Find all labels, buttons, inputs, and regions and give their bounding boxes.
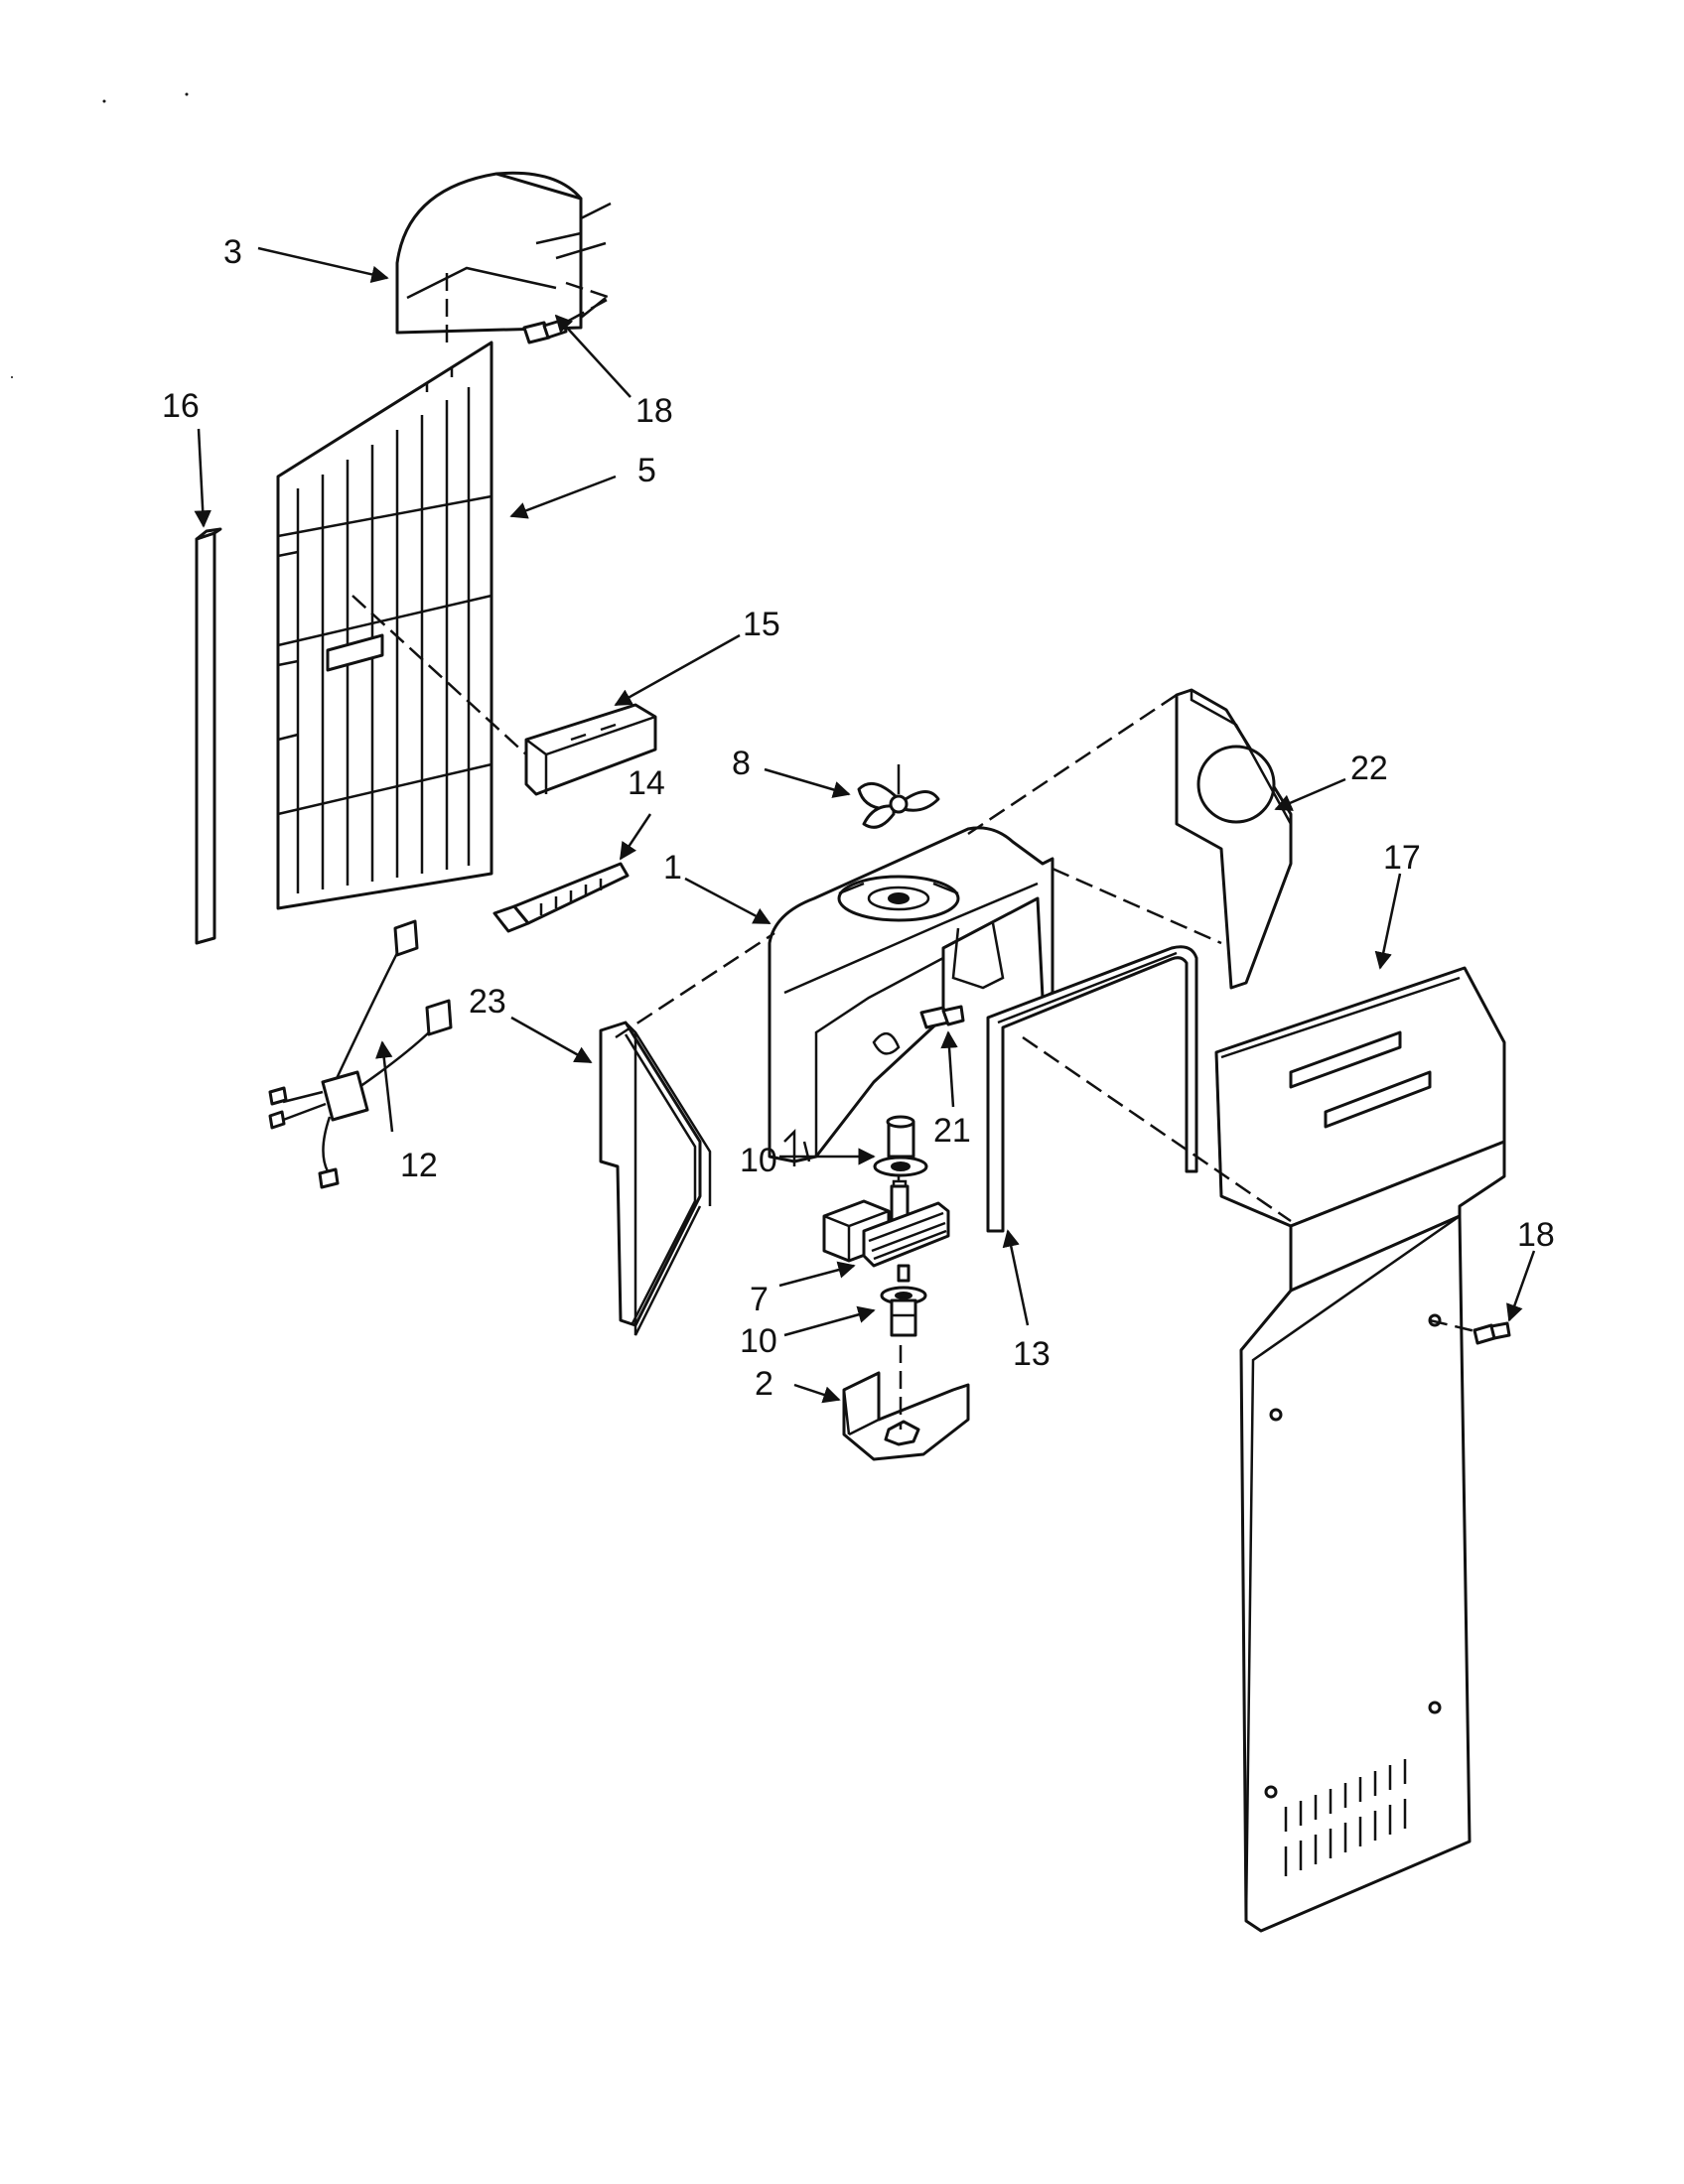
- part-22-right-panel: [1175, 688, 1293, 990]
- part-7-fan-motor: [822, 1176, 950, 1283]
- label-16: 16: [162, 387, 200, 425]
- label-3: 3: [223, 233, 242, 271]
- label-17: 17: [1383, 839, 1421, 877]
- part-17-duct-cover: [1214, 966, 1506, 1933]
- part-15-bracket: [524, 703, 657, 796]
- part-12-wire-harness: [268, 919, 453, 1189]
- label-8: 8: [732, 745, 751, 782]
- label-23: 23: [469, 983, 506, 1021]
- label-5: 5: [637, 452, 656, 489]
- callout-labels: 3 18 16 5 15 8 14 22 1 17 23 12 21 10 7 …: [162, 233, 1555, 1403]
- part-2-motor-bracket: [842, 1371, 970, 1461]
- part-23-left-panel: [599, 1021, 712, 1336]
- vent-slots: [1284, 1759, 1407, 1876]
- part-18-screw-lower: [1473, 1321, 1511, 1345]
- label-18-lower: 18: [1517, 1216, 1555, 1254]
- label-1: 1: [663, 849, 682, 887]
- label-14: 14: [628, 764, 665, 802]
- part-14-probe: [492, 862, 630, 933]
- label-10-upper: 10: [740, 1142, 777, 1179]
- part-1-fan-shroud: [768, 826, 1054, 1166]
- label-7: 7: [750, 1281, 769, 1318]
- label-21: 21: [933, 1112, 971, 1150]
- label-2: 2: [755, 1365, 773, 1403]
- scan-specks: [11, 92, 189, 378]
- part-8-fan-blade: [857, 764, 940, 829]
- part-16-seal-strip: [195, 527, 222, 945]
- label-13: 13: [1013, 1335, 1051, 1373]
- label-18-upper: 18: [635, 392, 673, 430]
- part-13-u-gasket: [986, 945, 1198, 1233]
- part-3-cap: [395, 171, 615, 335]
- label-12: 12: [400, 1147, 438, 1184]
- part-5-grille: [276, 341, 493, 910]
- part-10-grommet-upper: [873, 1115, 928, 1177]
- label-22: 22: [1350, 750, 1388, 787]
- leader-arrows: [194, 246, 1536, 1404]
- label-15: 15: [743, 606, 780, 643]
- assembly-dashed-lines: [351, 273, 1480, 1334]
- part-10-grommet-lower: [880, 1286, 927, 1337]
- label-10-lower: 10: [740, 1322, 777, 1360]
- part-21-screw: [919, 1005, 965, 1029]
